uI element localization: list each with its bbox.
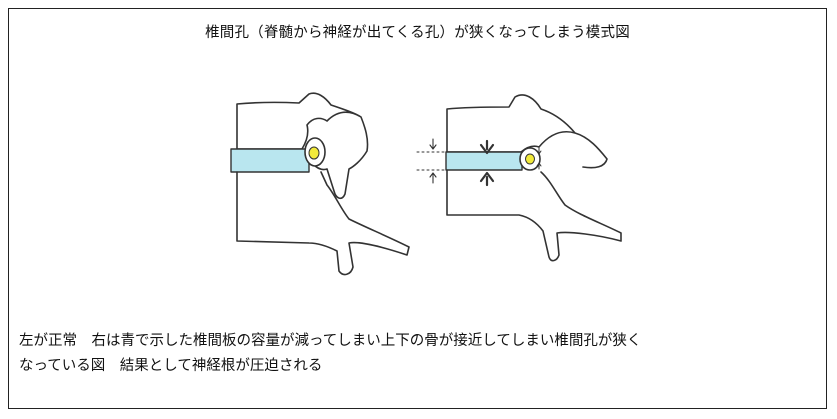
foramen-arrow-top <box>536 147 542 155</box>
height-arrow-top <box>429 138 437 150</box>
compression-arrow-down <box>479 139 495 155</box>
normal-nerve-root <box>308 146 320 160</box>
narrowed-upper-vertebra <box>446 94 608 169</box>
diagram-title: 椎間孔（脊髄から神経が出てくる孔）が狭くなってしまう模式図 <box>205 25 630 41</box>
caption-line-1: 左が正常 右は青で示した椎間板の容量が減ってしまい上下の骨が接近してしまい椎間孔… <box>19 333 642 349</box>
height-marker <box>416 151 450 171</box>
narrowed-nerve-root <box>525 153 535 165</box>
normal-upper-vertebra <box>236 92 369 200</box>
normal-disc <box>230 148 310 173</box>
diagram-caption: 左が正常 右は青で示した椎間板の容量が減ってしまい上下の骨が接近してしまい椎間孔… <box>19 329 820 379</box>
compression-arrow-up <box>479 171 495 187</box>
figure-frame: 椎間孔（脊髄から神経が出てくる孔）が狭くなってしまう模式図 <box>8 8 827 409</box>
narrowed-lower-vertebra <box>446 169 622 262</box>
narrowed-spine <box>416 94 622 262</box>
spine-diagram <box>230 92 622 276</box>
normal-spine <box>230 92 410 276</box>
caption-line-2: なっている図 結果として神経根が圧迫される <box>19 358 323 374</box>
height-arrow-bottom <box>429 172 437 184</box>
narrowed-disc <box>445 151 523 171</box>
foramen-arrow-bottom <box>536 162 542 170</box>
normal-lower-vertebra <box>236 171 410 276</box>
